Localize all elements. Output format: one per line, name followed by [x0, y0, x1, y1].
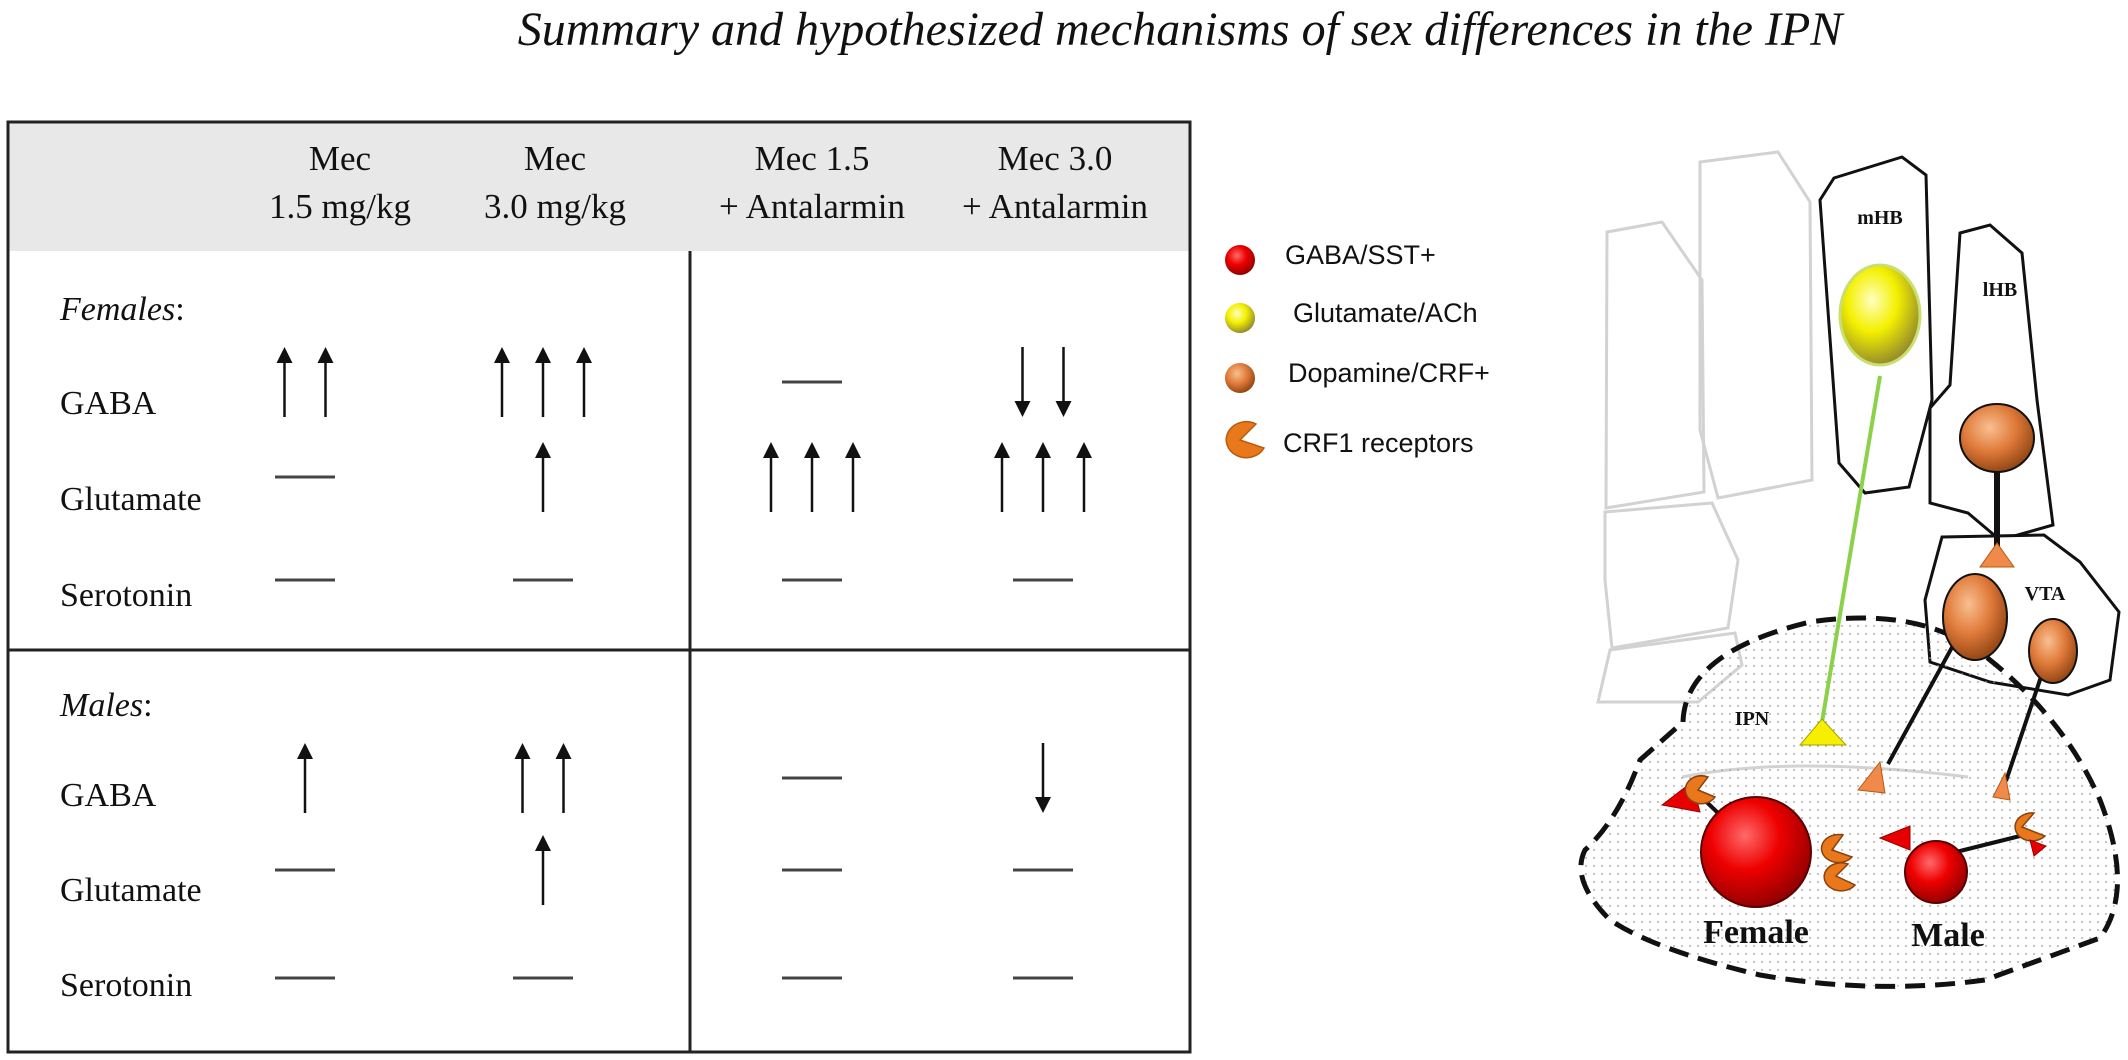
effect-marks: [275, 347, 1092, 980]
up-arrow-icon-females-glutamate-col3-3: [845, 442, 861, 512]
down-arrow-icon-males-gaba-col4-1: [1035, 743, 1051, 813]
down-arrow-icon-females-gaba-col4-1: [1014, 347, 1031, 417]
up-arrow-icon-males-gaba-col2-2: [555, 743, 572, 813]
row-label-female-glutamate: Glutamate: [60, 481, 202, 518]
legend-label-dopamine-crf: Dopamine/CRF+: [1288, 358, 1490, 388]
up-arrow-icon-females-glutamate-col4-2: [1035, 442, 1051, 512]
vta-label: VTA: [2025, 583, 2066, 605]
group-label-males: Males:: [59, 687, 153, 724]
red-sphere-icon: [1225, 245, 1255, 275]
group-label-females: Females:: [59, 291, 185, 328]
col4-header-line1: Mec 3.0: [998, 139, 1113, 178]
col2-header-line2: 3.0 mg/kg: [484, 187, 626, 226]
male-crf1-receptor-icon: [2014, 812, 2047, 842]
row-label-male-gaba: GABA: [60, 777, 157, 814]
glutamate-projection: [1820, 375, 1882, 723]
figure-title: Summary and hypothesized mechanisms of s…: [518, 3, 1846, 56]
brain-schematic: mHB lHB VTA IPN: [1578, 150, 2121, 989]
col3-header-line2: + Antalarmin: [719, 187, 905, 226]
col1-header-line1: Mec: [309, 139, 371, 178]
row-label-female-serotonin: Serotonin: [60, 577, 192, 614]
vta-terminal-icon-1: [1857, 760, 1886, 794]
male-label: Male: [1911, 917, 1985, 954]
female-crf1-receptor-icon-2: [1820, 833, 1854, 864]
vta-terminal-icon-2: [1992, 771, 2011, 801]
up-arrow-icon-females-gaba-col1-2: [317, 347, 334, 417]
mhb-glutamate-neuron: [1838, 263, 1922, 367]
vta-dopamine-neuron-1: [1942, 573, 2008, 661]
male-gaba-neuron: [1904, 840, 1968, 904]
female-gaba-neuron: [1700, 796, 1812, 908]
lhb-dopamine-neuron: [1959, 403, 2035, 473]
up-arrow-icon-females-gaba-col1-1: [276, 347, 293, 417]
mhb-label: mHB: [1857, 207, 1903, 229]
male-receptor-terminal-icon: [2029, 839, 2047, 857]
table-border: [6, 120, 1192, 1054]
yellow-sphere-icon: [1225, 303, 1255, 333]
row-label-male-glutamate: Glutamate: [60, 872, 202, 909]
female-crf1-receptor-icon-1: [1684, 774, 1717, 805]
up-arrow-icon-females-gaba-col2-2: [535, 347, 551, 417]
table-header-background: [8, 122, 1190, 251]
lhb-label: lHB: [1983, 279, 2017, 301]
lhb-region: [1928, 223, 2055, 542]
up-arrow-icon-females-glutamate-col4-1: [994, 442, 1010, 512]
female-crf1-receptor-icon-3: [1823, 862, 1857, 892]
ipn-region: [1578, 615, 2120, 989]
up-arrow-icon-females-glutamate-col3-2: [804, 442, 820, 512]
up-arrow-icon-females-gaba-col2-3: [576, 347, 592, 417]
glutamate-terminal-icon: [1798, 718, 1848, 746]
vta-dopamine-neuron-2: [2028, 618, 2078, 684]
up-arrow-icon-males-gaba-col1-1: [297, 743, 313, 813]
up-arrow-icon-females-gaba-col2-1: [494, 347, 510, 417]
up-arrow-icon-males-gaba-col2-1: [514, 743, 531, 813]
pacman-receptor-icon: [1225, 420, 1266, 459]
legend: GABA/SST+ Glutamate/ACh Dopamine/CRF+ CR…: [1205, 222, 1575, 496]
up-arrow-icon-females-glutamate-col2-1: [535, 442, 551, 512]
col2-header-line1: Mec: [524, 139, 586, 178]
summary-table: Mec 1.5 mg/kg Mec 3.0 mg/kg Mec 1.5 + An…: [6, 120, 1192, 1054]
up-arrow-icon-females-glutamate-col4-3: [1076, 442, 1092, 512]
row-label-male-serotonin: Serotonin: [60, 967, 192, 1004]
female-label: Female: [1703, 914, 1809, 951]
legend-label-glutamate-ach: Glutamate/ACh: [1293, 298, 1478, 328]
orange-sphere-icon: [1225, 363, 1255, 393]
lhb-terminal-icon: [1979, 542, 2015, 568]
up-arrow-icon-females-glutamate-col3-1: [763, 442, 779, 512]
up-arrow-icon-males-glutamate-col2-1: [535, 835, 551, 905]
down-arrow-icon-females-gaba-col4-2: [1055, 347, 1072, 417]
male-neuron-terminal-icon: [1878, 825, 1911, 851]
legend-label-gaba-sst: GABA/SST+: [1285, 240, 1436, 270]
col4-header-line2: + Antalarmin: [962, 187, 1148, 226]
col3-header-line1: Mec 1.5: [755, 139, 870, 178]
row-label-female-gaba: GABA: [60, 385, 157, 422]
ipn-label: IPN: [1735, 708, 1770, 730]
legend-label-crf1-receptors: CRF1 receptors: [1283, 428, 1474, 458]
legend-box: [1205, 222, 1575, 496]
col1-header-line2: 1.5 mg/kg: [269, 187, 411, 226]
